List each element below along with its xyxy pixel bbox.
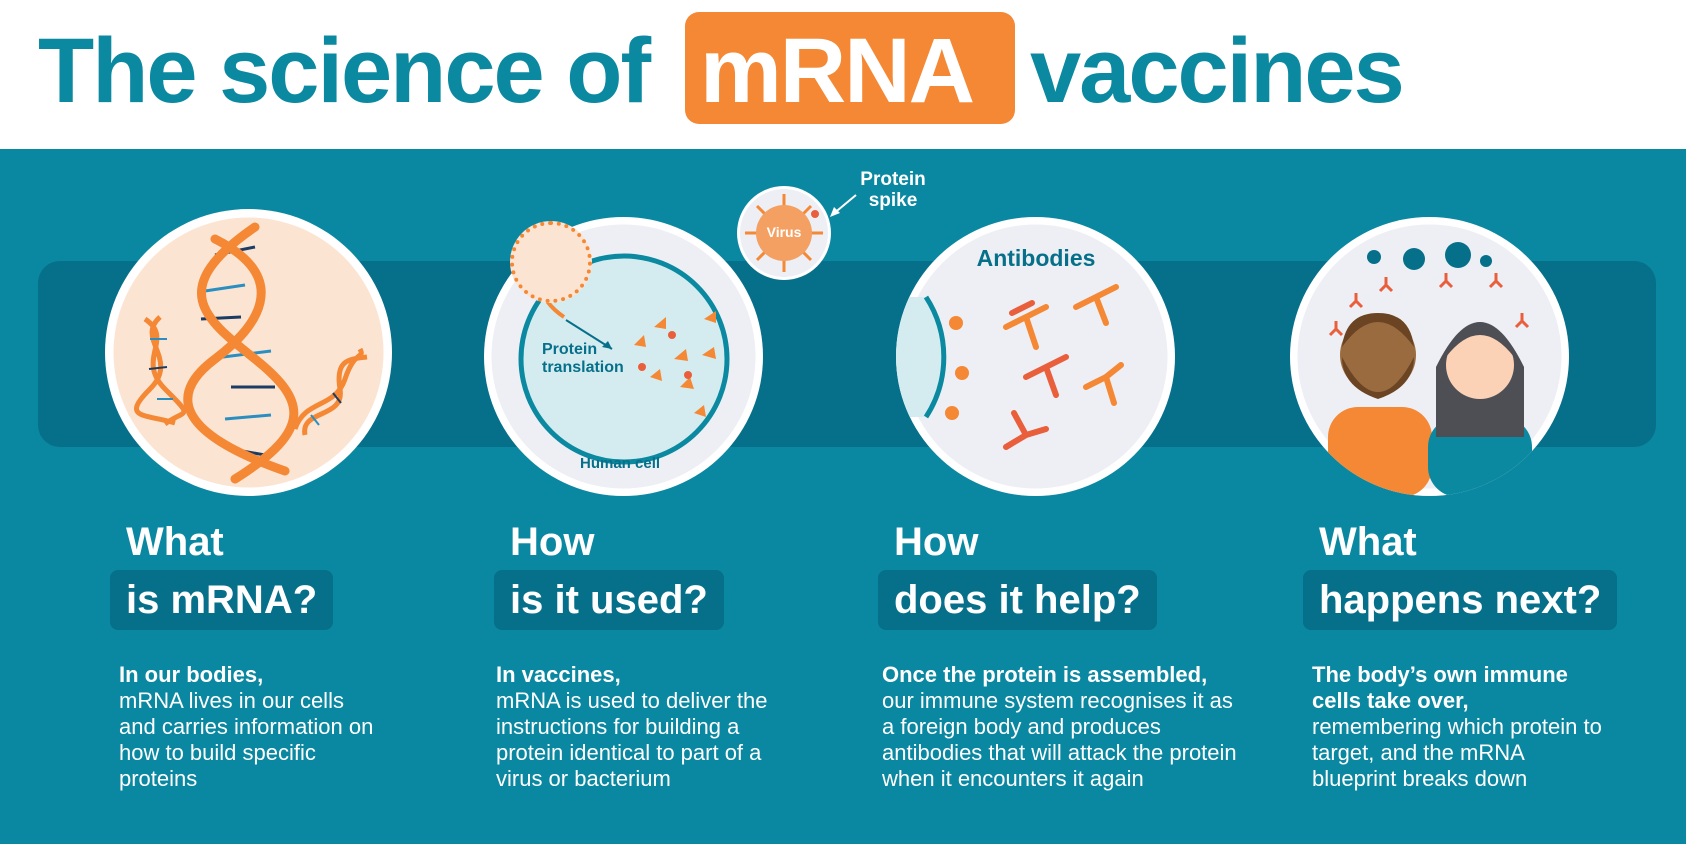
section-3-description: Once the protein is assembled, our immun… [882, 662, 1262, 792]
protein-spike-label: Protein spike [860, 169, 926, 211]
section-3-lead: Once the protein is assembled, [882, 662, 1208, 687]
section-4-body: remembering which protein to target, and… [1312, 714, 1602, 791]
antibodies-label: Antibodies [976, 245, 1096, 271]
section-2-description: In vaccines, mRNA is used to deliver the… [496, 662, 876, 792]
protein-translation-label: Protein translation [542, 341, 624, 376]
header: The science of mRNA vaccines [0, 0, 1686, 149]
section-1-heading-line2: is mRNA? [110, 570, 334, 630]
section-2-heading-line1: How [510, 520, 595, 564]
title-prefix: The science of [38, 20, 651, 122]
antibody-icon [896, 224, 1168, 489]
virus-icon [740, 189, 828, 277]
dna-strand-icon [113, 217, 384, 488]
section-4-lead: The body’s own immune cells take over, [1312, 662, 1568, 713]
main-panel: Human cell Protein translation Virus Pro… [0, 149, 1686, 844]
title-suffix: vaccines [1030, 20, 1405, 122]
dna-illustration [105, 209, 392, 496]
virus-label: Virus [766, 224, 802, 240]
section-2-heading-line2: is it used? [494, 570, 724, 630]
virus-bubble: Virus [737, 186, 831, 280]
section-2-lead: In vaccines, [496, 662, 621, 687]
immune-people-illustration [1290, 217, 1569, 496]
section-3-body: our immune system recognises it as a for… [882, 688, 1237, 791]
mrna-bubble [510, 221, 592, 303]
section-4-description: The body’s own immune cells take over, r… [1312, 662, 1686, 792]
section-2-body: mRNA is used to deliver the instructions… [496, 688, 768, 791]
people-icon [1297, 224, 1562, 496]
section-1-description: In our bodies, mRNA lives in our cells a… [119, 662, 499, 792]
section-3-heading-line1: How [894, 520, 979, 564]
spike-arrow-icon [830, 194, 857, 217]
section-4-heading-line1: What [1319, 520, 1417, 564]
section-1-body: mRNA lives in our cells and carries info… [119, 688, 374, 791]
section-3-heading-line2: does it help? [878, 570, 1157, 630]
antibodies-illustration: Antibodies [896, 217, 1175, 496]
section-1-heading-line1: What [126, 520, 224, 564]
section-1-lead: In our bodies, [119, 662, 264, 687]
title-highlight-badge [685, 12, 1015, 124]
title-highlight: mRNA [700, 20, 975, 122]
section-4-heading-line2: happens next? [1303, 570, 1618, 630]
human-cell-label: Human cell [580, 455, 661, 472]
